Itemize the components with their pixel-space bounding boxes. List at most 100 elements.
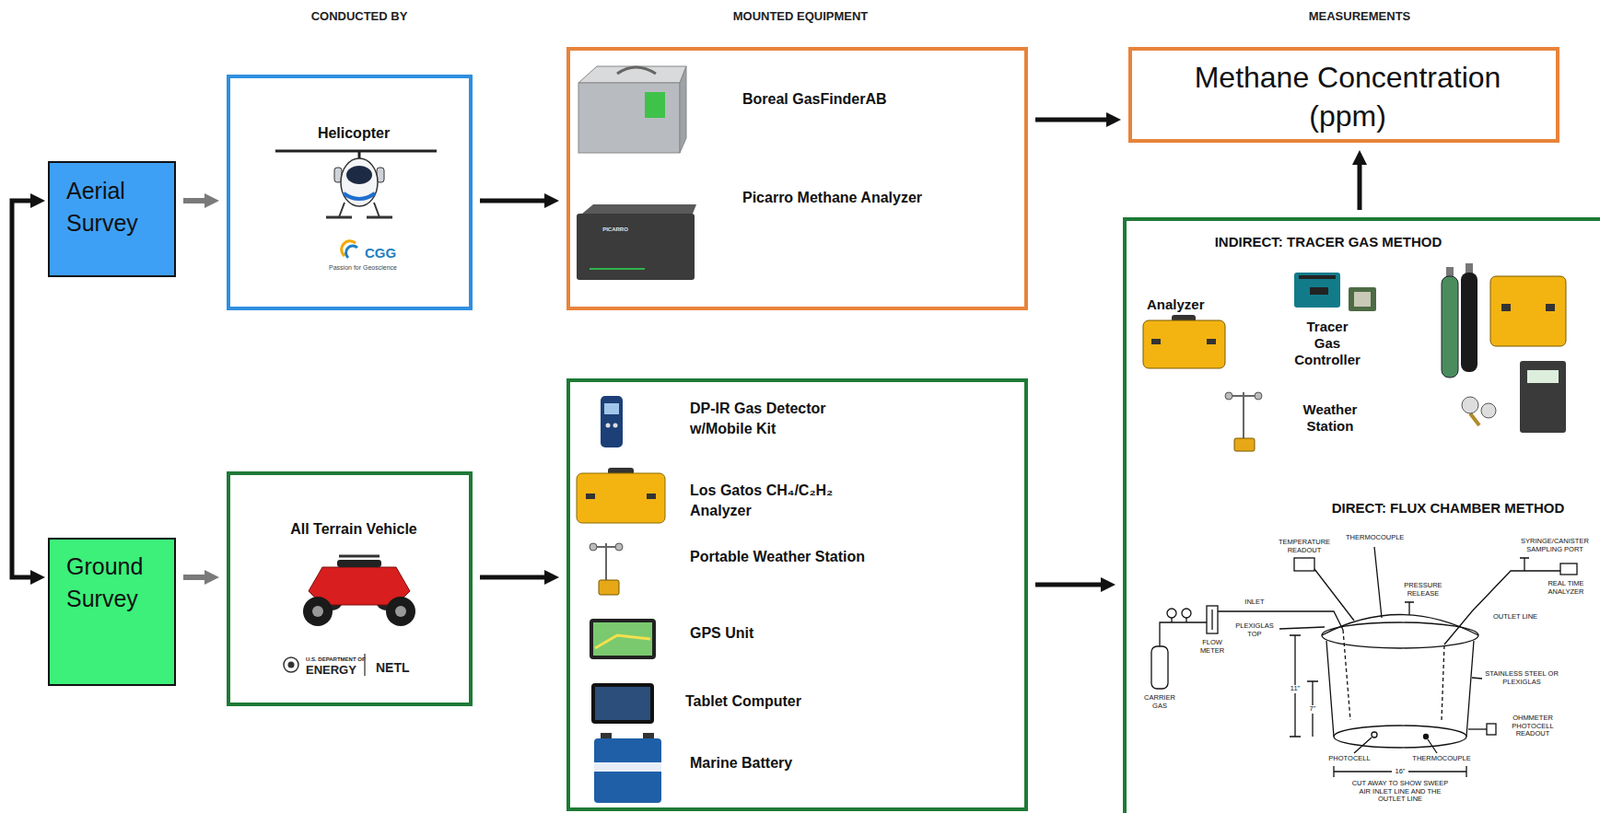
gas-cylinder-icon xyxy=(1481,403,1496,419)
flux-chamber-drawing xyxy=(1519,558,1530,572)
tracer-weather-icon xyxy=(1234,438,1255,452)
flux-chamber-drawing xyxy=(1374,547,1382,619)
tablet-icon xyxy=(595,687,651,721)
flow-arrow xyxy=(479,198,545,204)
logo-text: NETL xyxy=(375,660,410,677)
equipment-box: DP-IR Gas Detector w/Mobile KitLos Gatos… xyxy=(566,378,1028,812)
part-label: PRESSURE RELEASE xyxy=(1400,582,1447,598)
gas-cylinder-icon xyxy=(1460,272,1478,373)
logo-tagline: Passion for Geoscience xyxy=(303,264,423,272)
gas-cylinder-icon xyxy=(1461,397,1479,414)
flux-chamber-drawing xyxy=(1279,627,1325,630)
flux-chamber-drawing xyxy=(1167,608,1177,619)
part-label: REAL TIME ANALYZER xyxy=(1541,580,1591,596)
helicopter-illustration xyxy=(346,165,373,185)
equipment-name: Boreal GasFinderAB xyxy=(742,90,887,108)
gas-detector-icon xyxy=(613,423,619,429)
part-label: OHMMETER PHOTOCELL READOUT xyxy=(1500,714,1565,739)
flux-chamber-drawing xyxy=(1321,622,1479,649)
tracer-weather-icon xyxy=(1254,392,1262,400)
flow-arrow xyxy=(183,574,205,581)
atv-illustration xyxy=(312,606,324,618)
picarro-device-illustration xyxy=(589,268,645,270)
vehicle-box: All Terrain VehicleU.S. DEPARTMENT OFENE… xyxy=(226,471,473,707)
tracer-weather-icon xyxy=(1242,392,1245,441)
flux-chamber-drawing xyxy=(1181,608,1192,619)
gps-unit-icon xyxy=(589,618,656,660)
column-header: MEASUREMENTS xyxy=(1258,10,1461,24)
helicopter-illustration xyxy=(326,216,352,220)
part-label: PHOTOCELL xyxy=(1324,755,1375,764)
atv-illustration xyxy=(337,560,382,568)
vehicle-box: HelicopterCGG Passion for Geoscience xyxy=(226,74,473,311)
equipment-name: Marine Battery xyxy=(689,754,793,772)
flow-arrow xyxy=(1035,583,1101,588)
part-name: Tracer Gas Controller xyxy=(1293,318,1363,369)
flow-arrow xyxy=(1357,164,1363,211)
part-name: Analyzer xyxy=(1146,296,1205,314)
box-title: Aerial Survey xyxy=(66,175,170,240)
helicopter-illustration xyxy=(340,158,378,207)
doe-netl-logo-mark xyxy=(283,657,299,673)
column-header: CONDUCTED BY xyxy=(257,10,461,24)
equipment-name: GPS Unit xyxy=(689,624,754,643)
helicopter-illustration xyxy=(338,202,345,218)
method-heading: INDIRECT: TRACER GAS METHOD xyxy=(1176,233,1481,251)
flux-chamber-drawing xyxy=(1486,724,1496,736)
analyzer-case-icon xyxy=(576,467,666,524)
boreal-device-illustration xyxy=(578,66,687,83)
flow-arrow xyxy=(1035,117,1107,123)
tracer-weather-icon xyxy=(1225,392,1262,452)
box-title: All Terrain Vehicle xyxy=(252,520,456,538)
equipment-box: Boreal GasFinderABPicarro Methane Analyz… xyxy=(566,46,1028,311)
cgg-logo-mark xyxy=(346,245,358,258)
gas-cylinder-icon xyxy=(1490,276,1566,347)
gas-detector-icon xyxy=(604,403,619,415)
flux-chamber-drawing xyxy=(1333,725,1467,748)
controller-board-icon xyxy=(1294,272,1341,308)
box-title: Helicopter xyxy=(252,124,456,142)
atv-illustration xyxy=(385,596,416,627)
device-marking: PICARRO xyxy=(592,226,639,234)
equipment-name: DP-IR Gas Detector w/Mobile Kit xyxy=(689,398,865,439)
tracer-analyzer-icon xyxy=(1143,315,1226,369)
dimension-label: 16" xyxy=(1391,768,1409,777)
flux-chamber-drawing xyxy=(1333,766,1467,778)
atv-illustration xyxy=(303,596,333,627)
flux-chamber-drawing xyxy=(1471,677,1483,679)
tracer-analyzer-icon xyxy=(1206,338,1216,345)
gas-detector-icon xyxy=(606,423,611,429)
part-label: INLET xyxy=(1237,598,1272,608)
helicopter-illustration xyxy=(275,150,437,153)
picarro-device-illustration xyxy=(576,204,697,281)
logo-text: CGG xyxy=(364,245,397,262)
gps-unit-icon xyxy=(593,622,653,656)
part-name: Weather Station xyxy=(1293,401,1367,435)
analyzer-case-icon xyxy=(646,493,656,500)
flux-chamber-drawing xyxy=(1307,681,1319,737)
flux-chamber-drawing xyxy=(1314,569,1355,621)
boreal-device-illustration xyxy=(679,66,687,153)
box-title: Ground Survey xyxy=(66,550,170,616)
flux-chamber-drawing xyxy=(1151,547,1577,778)
flux-chamber-drawing xyxy=(1371,732,1378,738)
part-label: PLEXIGLAS TOP xyxy=(1231,622,1278,639)
gas-cylinder-icon xyxy=(1501,303,1511,312)
cgg-logo-mark xyxy=(341,241,358,258)
part-label: THERMOCOUPLE xyxy=(1412,755,1472,764)
note-label: CUT AWAY TO SHOW SWEEP AIR INLET LINE AN… xyxy=(1348,780,1452,805)
controller-board-icon xyxy=(1294,272,1377,312)
flow-arrow xyxy=(11,200,31,578)
flux-chamber-drawing xyxy=(1354,737,1372,754)
atv-illustration xyxy=(338,555,380,559)
weather-station-icon xyxy=(589,543,623,596)
flux-chamber-drawing xyxy=(1151,646,1168,690)
method-heading: DIRECT: FLUX CHAMBER METHOD xyxy=(1296,500,1600,517)
gas-cylinder-icon xyxy=(1470,413,1480,426)
flux-chamber-drawing xyxy=(1468,728,1487,730)
gas-cylinder-icon xyxy=(1441,276,1459,378)
picarro-device-illustration xyxy=(582,204,697,214)
controller-board-icon xyxy=(1298,275,1336,280)
part-label: OUTLET LINE xyxy=(1487,613,1543,622)
